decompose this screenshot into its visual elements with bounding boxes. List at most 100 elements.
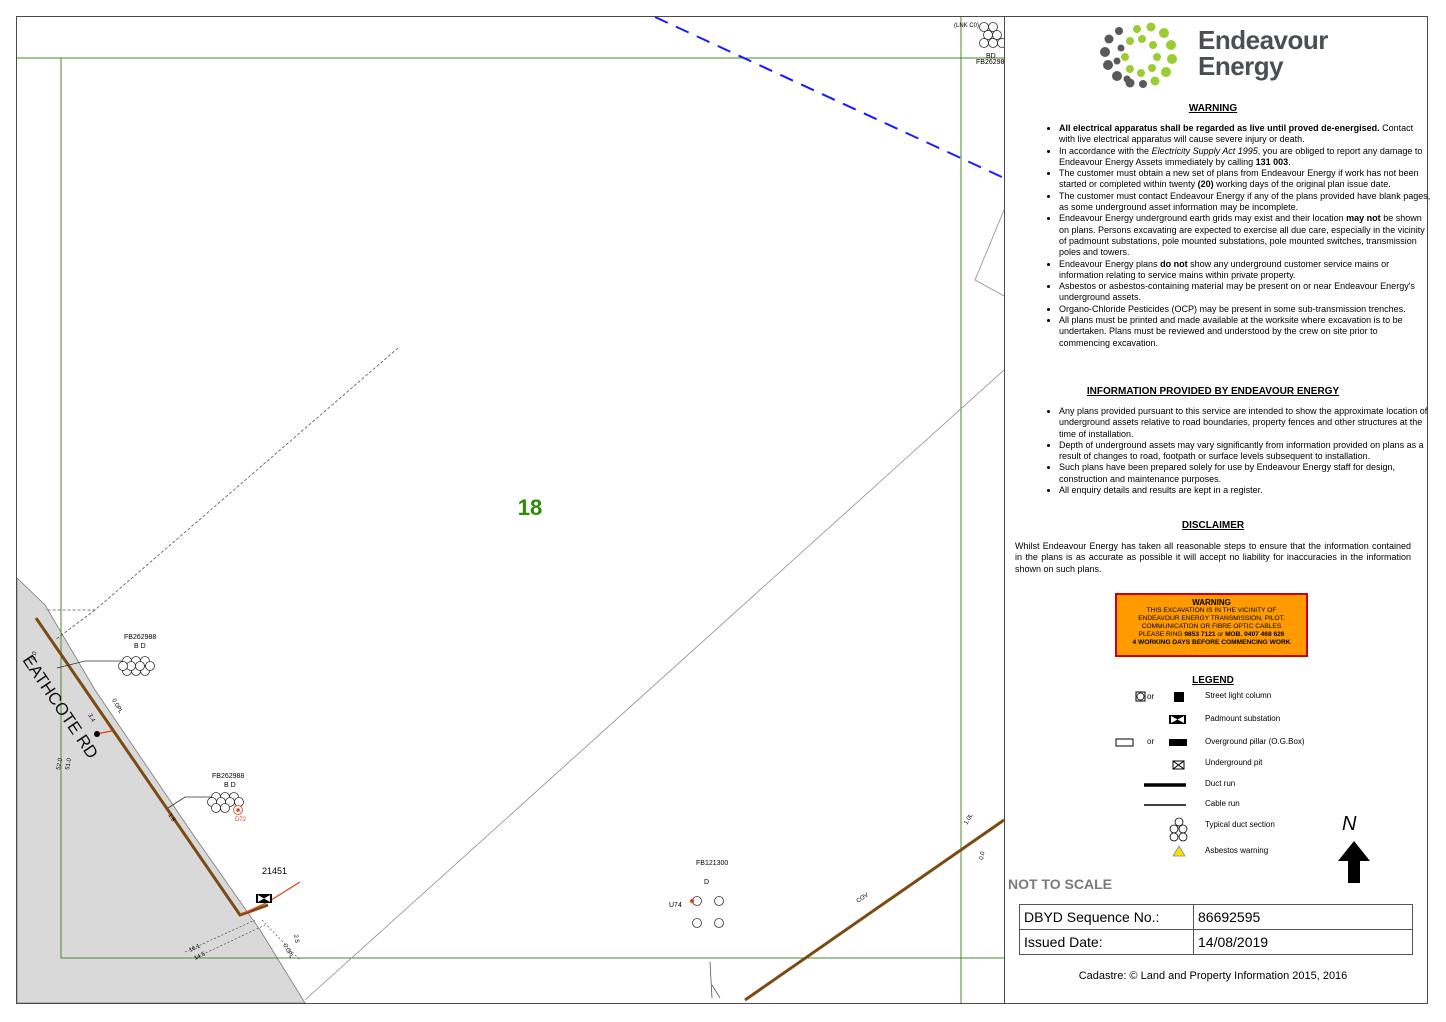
warning-text: Asbestos or asbestos-containing material… [1059,281,1415,303]
disclaimer-text: Whilst Endeavour Energy has taken all re… [1015,541,1411,574]
dimension-line [194,924,266,959]
info-item: All enquiry details and results are kept… [1059,485,1431,496]
info-panel: Endeavour Energy WARNING All electrical … [1005,17,1430,1003]
warning-item: All electrical apparatus shall be regard… [1059,123,1431,146]
warning-text: . [1288,156,1291,167]
transmission-line [654,17,1004,179]
warnbox-title: WARNING [1192,598,1231,607]
u-label: U74 [669,902,682,909]
not-to-scale: NOT TO SCALE [1008,876,1112,892]
leader-line [56,660,123,669]
cadastre-credit: Cadastre: © Land and Property Informatio… [1078,970,1348,982]
duct-section-icon [207,792,244,815]
warnbox-line: COMMUNICATION OR FIBRE OPTIC CABLES [1141,623,1282,630]
logo-dot [1139,80,1147,88]
dimension-line [261,919,301,961]
warning-text: The customer must obtain a new set of pl… [1059,168,1419,190]
logo-dot [1115,27,1123,35]
cadastre-line [304,369,1004,1001]
easement-line [45,347,399,611]
seq-value: 86692595 [1193,904,1413,930]
substation-id: 21451 [262,866,287,876]
warnbox-text: or [1215,631,1226,638]
warning-text: All plans must be printed and made avail… [1059,315,1403,348]
logo-dot [1121,53,1129,61]
logo-dot [1150,76,1160,86]
logo-dot [1126,65,1134,73]
dimension-label: 51.0 [65,757,73,770]
legend-symbols [1115,691,1188,857]
logo-dot [1149,41,1157,49]
dimension-label: 1.8 [166,813,176,824]
bd-label: B D [134,643,146,650]
legend-or: or [1147,692,1155,701]
info-item: Such plans have been prepared solely for… [1059,462,1431,485]
logo-dot [1100,47,1110,57]
easement-line [54,609,96,641]
legend-or: or [1147,737,1155,746]
dimension-label: 0.0 [979,850,986,860]
date-value: 14/08/2019 [1193,929,1413,955]
warning-text: Endeavour Energy plans [1059,258,1161,269]
brand-line-2: Energy [1198,51,1284,81]
legend-label: Street light column [1205,691,1272,700]
warnbox-text: PLEASE RING [1138,631,1185,638]
dimension-label: 1.0L [964,812,975,826]
table-row: DBYD Sequence No.: 86692595 [1019,904,1413,930]
legend-title: LEGEND [1192,675,1234,686]
warning-text: Contact with live electrical apparatus w… [1059,123,1414,145]
warning-item: All plans must be printed and made avail… [1059,315,1431,349]
pillar-open-icon [1115,738,1134,747]
info-item: Depth of underground assets may vary sig… [1059,440,1431,463]
logo-dot [1117,44,1125,52]
pit-marker [94,731,100,737]
logo-dot [1148,64,1156,72]
bd-label: B D [224,782,236,789]
logo-dot [1167,54,1177,64]
cable-warning-box: WARNING THIS EXCAVATION IS IN THE VICINI… [1115,593,1308,657]
logo-dot [1146,22,1156,32]
warning-text: In accordance with the [1059,145,1152,156]
warning-text: Endeavour Energy underground earth grids… [1059,213,1347,224]
info-list: Any plans provided pursuant to this serv… [1037,406,1431,496]
legend-label: Asbestos warning [1205,846,1269,855]
dimension-label: 2.5 [292,934,299,944]
link-label: (LNK C0) [954,23,979,29]
pillar-solid-icon [1169,739,1187,746]
legend-label: Duct run [1205,779,1236,788]
info-item: Any plans provided pursuant to this serv… [1059,406,1431,440]
dimension-label: 14.5 [193,951,207,962]
duct-section-icon [1169,817,1188,842]
north-label: N [1342,813,1357,835]
padmount-substation-icon [256,894,272,903]
pit-marker [690,899,694,903]
warning-text: , you are obliged to report any damage t… [1059,145,1423,167]
underground-pit-icon [1172,760,1185,770]
warning-text: do not [1160,258,1188,269]
logo-dot [1153,53,1161,61]
fb-label: FB262988 [212,773,244,780]
legend-label: Padmount substation [1205,714,1281,723]
warning-text: may not [1346,213,1381,224]
duct-section-icon [692,896,724,928]
warning-text: (20) [1197,179,1214,190]
warning-text: show any underground customer service ma… [1059,258,1390,280]
logo-dot [1161,67,1171,77]
dimension-label: 0.0PL [110,698,123,715]
warning-item: Asbestos or asbestos-containing material… [1059,281,1431,304]
lot-boundary [60,57,962,959]
cov-label: COV [856,892,870,904]
dimension-line [184,919,256,953]
info-title: INFORMATION PROVIDED BY ENDEAVOUR ENERGY [1086,386,1340,397]
seq-label: DBYD Sequence No.: [1019,904,1194,930]
service-line [711,984,721,999]
duct-run [744,818,1004,1002]
logo-dot [1112,71,1122,81]
logo-dot [1133,25,1141,33]
dimension-label: 52.0 [56,757,64,770]
warning-item: The customer must obtain a new set of pl… [1059,168,1431,191]
lot-number: 18 [518,495,542,520]
dimension-label: 0.0 [31,650,38,660]
warning-title: WARNING [1188,103,1238,114]
